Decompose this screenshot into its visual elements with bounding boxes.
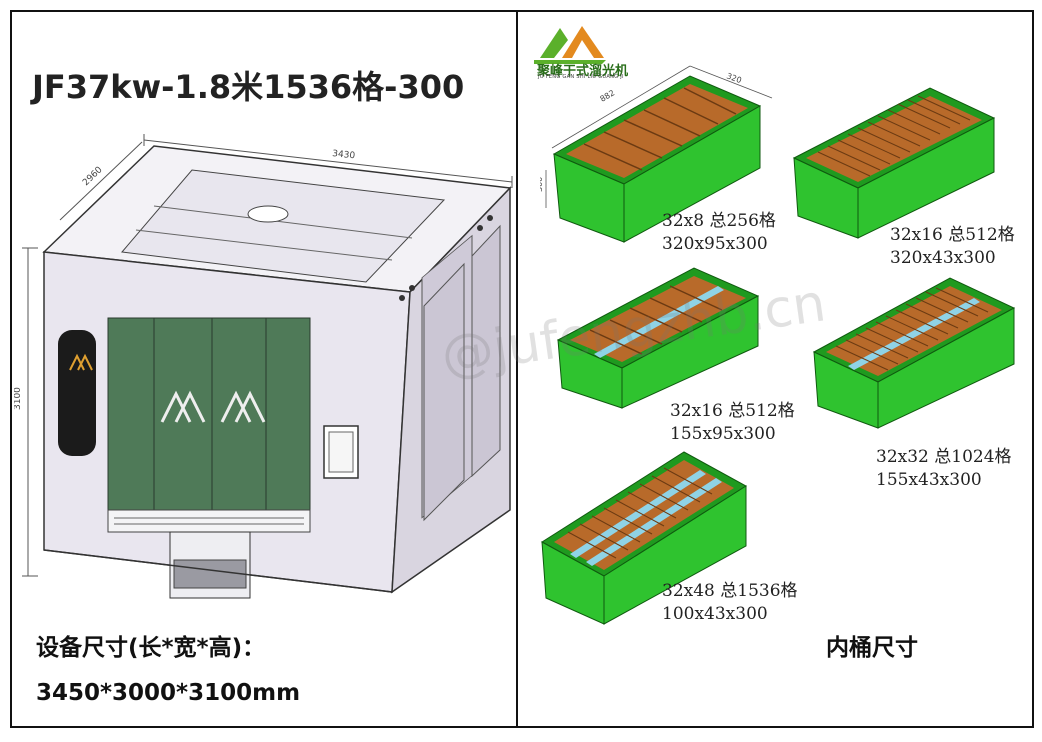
tank-2-illustration (792, 87, 996, 239)
tank-2-grid: 32x16 总512格 (890, 225, 1015, 245)
tank-5-illustration (541, 451, 747, 625)
tank-3-size: 155x95x300 (670, 424, 776, 444)
dim-width-label: 3430 (332, 149, 356, 161)
tank-4-grid: 32x32 总1024格 (876, 447, 1012, 467)
tank-1-label: 32x8 总256格 320x95x300 (662, 210, 776, 256)
brand-name: 聚峰干式溜光机 (537, 64, 629, 79)
tank-5-label: 32x48 总1536格 100x43x300 (662, 580, 798, 626)
inner-bucket-title: 内桶尺寸 (826, 635, 918, 661)
dim-height-label: 3100 (14, 387, 23, 410)
tank-2-label: 32x16 总512格 320x43x300 (890, 224, 1015, 270)
tank-1-size: 320x95x300 (662, 234, 768, 254)
tank-dim-height: 300 (540, 177, 544, 192)
tank-4-size: 155x43x300 (876, 470, 982, 490)
tank-1-grid: 32x8 总256格 (662, 211, 776, 231)
center-divider (516, 10, 518, 728)
machine-illustration: 3430 2960 3100 (14, 134, 513, 599)
tank-3-label: 32x16 总512格 155x95x300 (670, 400, 795, 446)
tank-2-size: 320x43x300 (890, 248, 996, 268)
tank-5-size: 100x43x300 (662, 604, 768, 624)
equipment-size-label: 设备尺寸(长*宽*高)： (36, 635, 266, 661)
equipment-size-value: 3450*3000*3100mm (36, 680, 301, 706)
tank-dim-length: 882 (599, 88, 617, 103)
tank-3-grid: 32x16 总512格 (670, 401, 795, 421)
tank-3-illustration (556, 267, 760, 409)
page-title: JF37kw-1.8米1536格-300 (32, 68, 465, 106)
dim-depth-label: 2960 (81, 165, 105, 188)
tank-4-illustration (812, 277, 1016, 429)
tank-4-label: 32x32 总1024格 155x43x300 (876, 446, 1012, 492)
tank-1-illustration: 882 320 300 (540, 65, 773, 243)
outer-frame (10, 10, 1034, 728)
brand-logo (534, 26, 606, 64)
tank-5-grid: 32x48 总1536格 (662, 581, 798, 601)
brand-pinyin: JU FENG GAN SHI LIU GUANG JI (538, 74, 624, 80)
